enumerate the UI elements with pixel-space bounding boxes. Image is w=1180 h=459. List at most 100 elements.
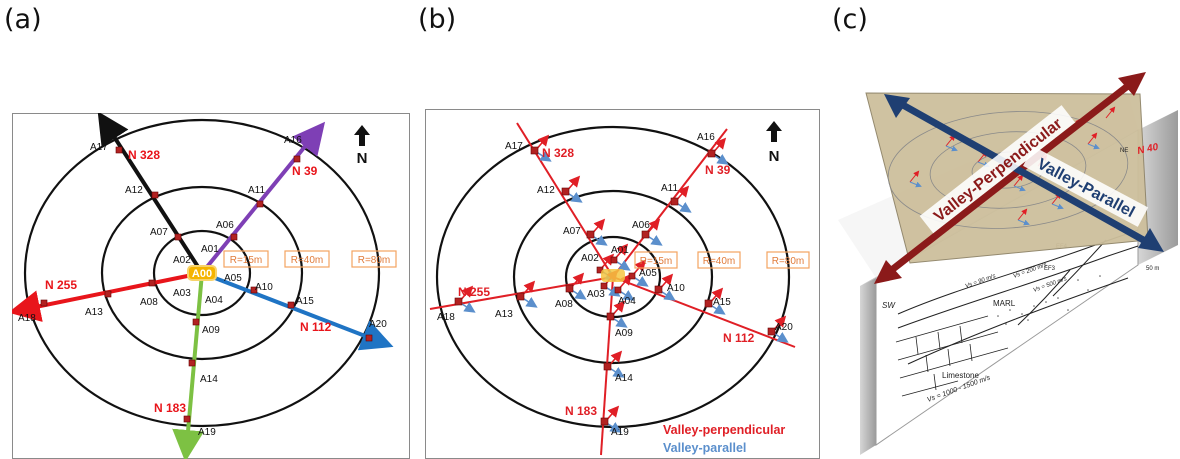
radius-label-80m: R=80m <box>358 255 391 266</box>
label-a17: A17 <box>90 142 108 153</box>
center-station <box>601 269 625 282</box>
station-a19 <box>183 415 191 423</box>
station-a20 <box>365 334 373 342</box>
label-a04: A04 <box>618 296 636 307</box>
line-n39 <box>200 121 326 275</box>
station-a19 <box>600 417 609 426</box>
panel-a-array-map: A00 A17 A12 A07 A02 A01 A06 A11 A16 A05 … <box>12 113 410 459</box>
label-a13: A13 <box>85 307 103 318</box>
panel-label-b: (b) <box>418 4 457 35</box>
radius-box-15m <box>223 250 269 268</box>
station-a01 <box>610 256 618 264</box>
azimuth-n112: N 112 <box>300 320 332 334</box>
station-a15 <box>287 301 295 309</box>
label-a15: A15 <box>713 297 731 308</box>
label-a03: A03 <box>587 289 605 300</box>
north-arrow-icon <box>766 121 782 142</box>
label-a17: A17 <box>505 141 523 152</box>
marl-dots <box>997 275 1101 325</box>
label-a11: A11 <box>661 183 678 194</box>
ne-label: NE <box>1120 148 1128 154</box>
label-a05: A05 <box>224 273 242 284</box>
station-a07 <box>174 233 182 241</box>
azimuth-n39: N 39 <box>292 164 318 178</box>
limestone-pattern <box>895 315 1009 397</box>
label-a18: A18 <box>437 312 455 323</box>
station-a12 <box>561 187 570 196</box>
label-a20: A20 <box>369 319 387 330</box>
station-a18 <box>454 297 463 306</box>
station-a08 <box>148 279 156 287</box>
station-a06 <box>230 233 238 241</box>
radius-label-80m: R=80m <box>772 256 805 267</box>
azimuth-n112: N 112 <box>723 331 755 345</box>
radius-box-40m <box>697 251 741 269</box>
ef3-label: EF3 <box>1044 266 1056 272</box>
label-a10: A10 <box>255 282 273 293</box>
marl-label: MARL <box>993 299 1016 308</box>
station-a20 <box>767 327 776 336</box>
station-a15 <box>704 299 713 308</box>
label-a19: A19 <box>198 427 216 438</box>
station-a07 <box>586 230 595 239</box>
label-a20: A20 <box>775 322 793 333</box>
radius-label-40m: R=40m <box>703 256 736 267</box>
station-a13 <box>104 290 112 298</box>
azimuth-n255: N 255 <box>458 285 490 299</box>
valley-parallel-arrow <box>884 94 1164 252</box>
azimuth-n255: N 255 <box>45 278 77 292</box>
label-a12: A12 <box>537 185 555 196</box>
azimuth-n328: N 328 <box>128 148 160 162</box>
ring-40m <box>512 189 714 365</box>
station-a14 <box>603 362 612 371</box>
label-a08: A08 <box>140 297 158 308</box>
azimuth-n183: N 183 <box>154 401 186 415</box>
station-a10 <box>250 286 258 294</box>
radius-label-15m: R=15m <box>640 256 673 267</box>
station-a09 <box>192 318 200 326</box>
north-label: N <box>769 148 780 165</box>
station-a14 <box>188 359 196 367</box>
station-a11 <box>256 200 264 208</box>
panel-label-c: (c) <box>832 4 868 35</box>
station-a12 <box>151 191 159 199</box>
station-a17 <box>530 146 539 155</box>
station-a03 <box>600 282 608 290</box>
panel-label-a: (a) <box>4 4 42 35</box>
station-a16 <box>707 149 716 158</box>
azimuth-label: N 40 <box>1136 142 1159 157</box>
label-a09: A09 <box>202 325 220 336</box>
label-a14: A14 <box>615 373 633 384</box>
ring-40m <box>100 185 304 361</box>
legend-perpendicular: Valley-perpendicular <box>663 423 785 437</box>
station-a13 <box>516 292 525 301</box>
station-a06 <box>641 230 650 239</box>
label-a11: A11 <box>248 185 265 196</box>
depth-label: 50 m <box>1146 266 1159 272</box>
north-arrow-icon <box>354 125 370 146</box>
station-a18 <box>40 299 48 307</box>
label-a15: A15 <box>296 296 314 307</box>
ring-80m <box>23 118 381 428</box>
label-a13: A13 <box>495 309 513 320</box>
station-a05 <box>628 272 636 280</box>
label-a19: A19 <box>611 427 629 438</box>
sw-label: SW <box>882 301 896 310</box>
radius-box-80m <box>766 251 810 269</box>
legend-parallel: Valley-parallel <box>663 441 746 455</box>
panel-a-frame <box>12 113 410 459</box>
panel-c-3d-schematic: SW MARL Limestone Vs = 1000 - 1500 m/s V… <box>838 72 1178 455</box>
center-label: A00 <box>192 268 212 280</box>
station-a11 <box>670 197 679 206</box>
station-a08 <box>565 284 574 293</box>
station-a04 <box>614 286 622 294</box>
label-a18: A18 <box>18 313 36 324</box>
label-a14: A14 <box>200 374 218 385</box>
line-n112 <box>201 271 394 351</box>
center-station <box>187 265 217 281</box>
station-a09 <box>606 312 615 321</box>
station-a10 <box>654 285 663 294</box>
ring-15m <box>152 229 252 317</box>
label-a03: A03 <box>173 288 191 299</box>
north-label: N <box>357 150 368 167</box>
